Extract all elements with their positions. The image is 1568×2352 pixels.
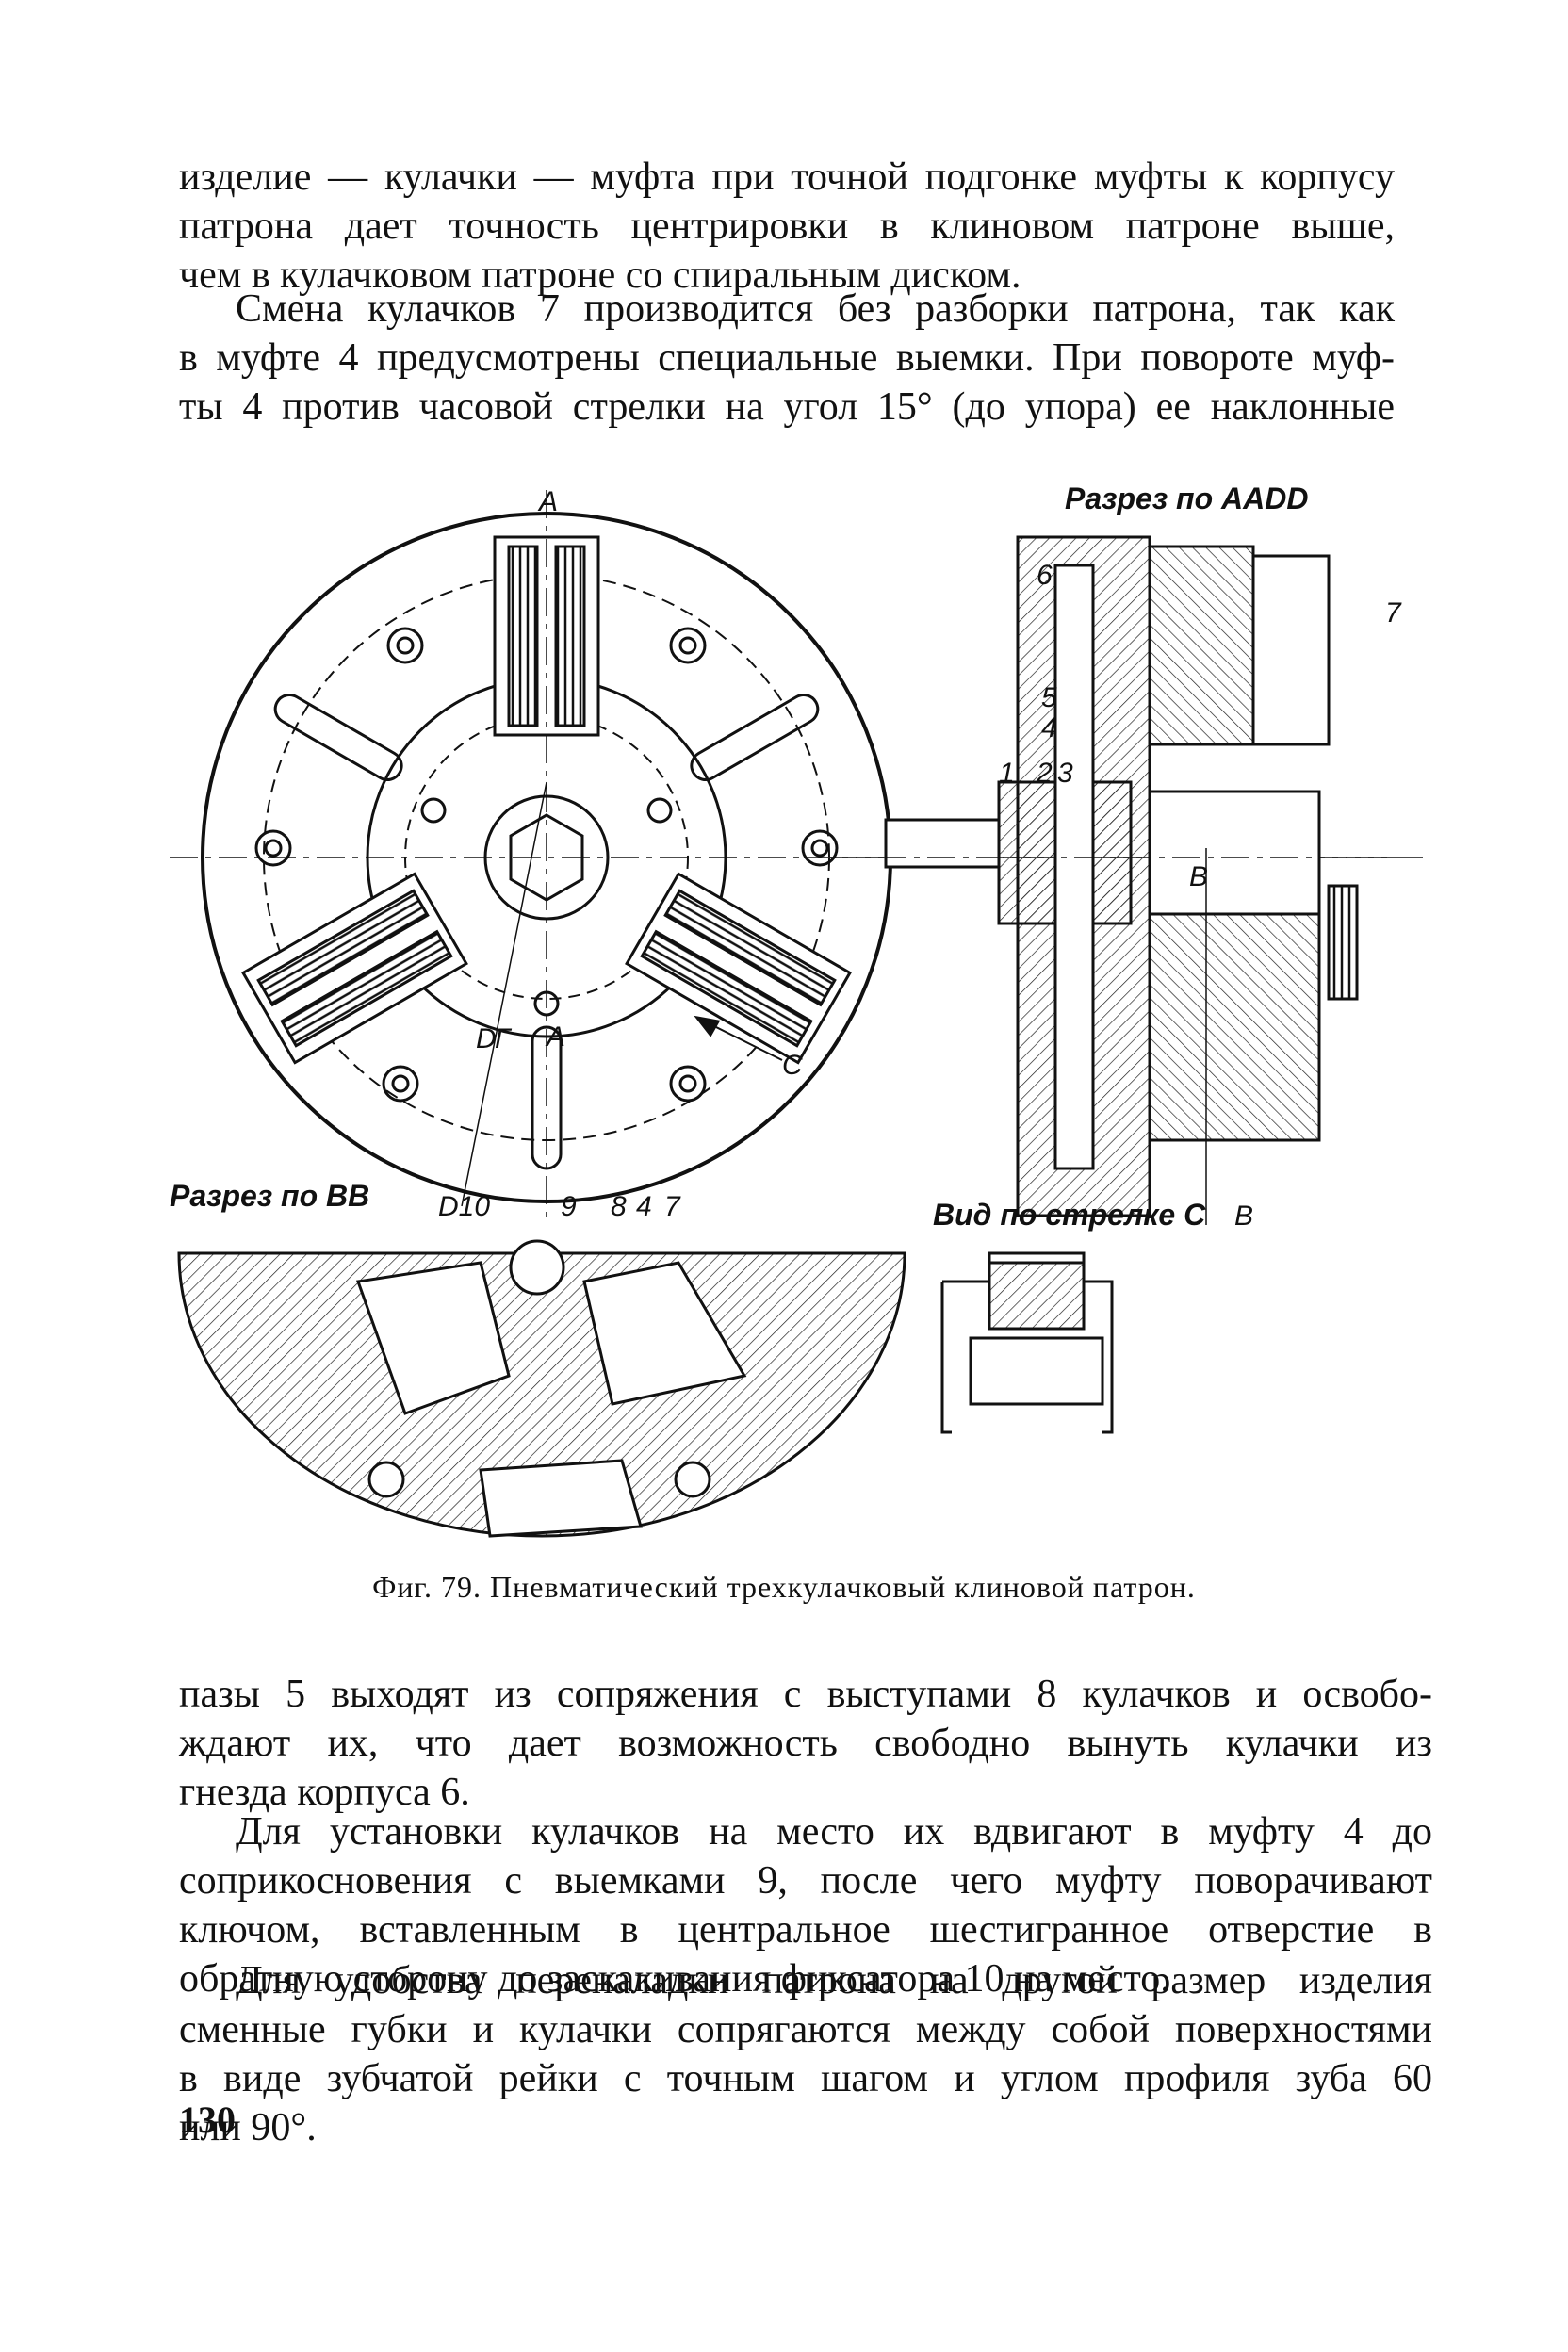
text-line: изделие — кулачки — муфта при точной под… — [179, 155, 1395, 199]
text-line: сменные губки и кулачки сопрягаются межд… — [179, 2008, 1432, 2051]
text-line: ты 4 против часовой стрелки на угол 15° … — [179, 385, 1395, 429]
label-a-mid: A — [545, 1021, 565, 1053]
label-2: 2 — [1036, 758, 1053, 789]
label-b-bottom: B — [1234, 1200, 1253, 1232]
label-b-center: B — [1189, 861, 1208, 892]
view-c — [940, 1251, 1114, 1434]
text-line: в виде зубчатой рейки с точным шагом и у… — [179, 2057, 1432, 2100]
paragraph-2: Смена кулачков 7 производится без разбор… — [179, 285, 1395, 432]
text-line: или 90°. — [179, 2106, 317, 2149]
text-line: соприкосновения с выемками 9, после чего… — [179, 1859, 1432, 1903]
text-line: Для удобства переналадки патрона на друг… — [236, 1959, 1432, 2002]
label-d: D — [476, 1023, 497, 1054]
section-bb-title: Разрез по BB — [170, 1179, 369, 1213]
label-9: 9 — [561, 1191, 577, 1222]
text-line: Смена кулачков 7 производится без разбор… — [236, 287, 1395, 331]
view-c-title: Вид по стрелке C — [933, 1198, 1206, 1232]
label-g: Г — [495, 1023, 513, 1054]
paragraph-5: Для удобства переналадки патрона на друг… — [179, 1956, 1432, 2152]
label-d10: D10 — [438, 1191, 490, 1222]
front-view — [170, 490, 1423, 1225]
paragraph-3: пазы 5 выходят из сопряжения с выступами… — [179, 1670, 1432, 1817]
paragraph-4: Для установки кулачков на место их вдвиг… — [179, 1807, 1432, 2003]
figure-pneumatic-chuck: Разрез по AADD Разрез по BB Вид по стрел… — [170, 482, 1423, 1538]
label-7: 7 — [1385, 597, 1402, 629]
label-1: 1 — [999, 758, 1015, 789]
label-4: 4 — [1041, 712, 1057, 743]
page-number: 130 — [179, 2099, 236, 2141]
text-line: гнезда корпуса 6. — [179, 1771, 470, 1814]
text-line: ключом, вставленным в центральное шестиг… — [179, 1908, 1432, 1952]
label-3: 3 — [1057, 758, 1073, 789]
text-line: ждают их, что дает возможность свободно … — [179, 1722, 1432, 1765]
text-line: обратную сторону до заскакивания фиксато… — [179, 1957, 1170, 2001]
text-line: чем в кулачковом патроне со спиральным д… — [179, 253, 1021, 297]
text-line: Для установки кулачков на место их вдвиг… — [236, 1810, 1432, 1854]
paragraph-1: изделие — кулачки — муфта при точной под… — [179, 153, 1395, 300]
text-line: патрона дает точность центрировки в клин… — [179, 204, 1395, 248]
label-6: 6 — [1037, 560, 1053, 591]
label-4b: 4 — [636, 1191, 652, 1222]
label-8: 8 — [611, 1191, 627, 1222]
label-a-top: A — [537, 486, 558, 517]
label-c: C — [782, 1050, 803, 1081]
text-line: в муфте 4 предусмотрены специальные выем… — [179, 336, 1395, 380]
text-line: пазы 5 выходят из сопряжения с выступами… — [179, 1673, 1432, 1716]
figure-caption: Фиг. 79. Пневматический трехкулачковый к… — [372, 1570, 1196, 1604]
side-section-aadd — [829, 535, 1395, 1225]
section-aadd-title: Разрез по AADD — [1065, 482, 1308, 515]
section-bb — [177, 1239, 906, 1538]
label-5: 5 — [1041, 682, 1057, 713]
label-7b: 7 — [664, 1191, 681, 1222]
